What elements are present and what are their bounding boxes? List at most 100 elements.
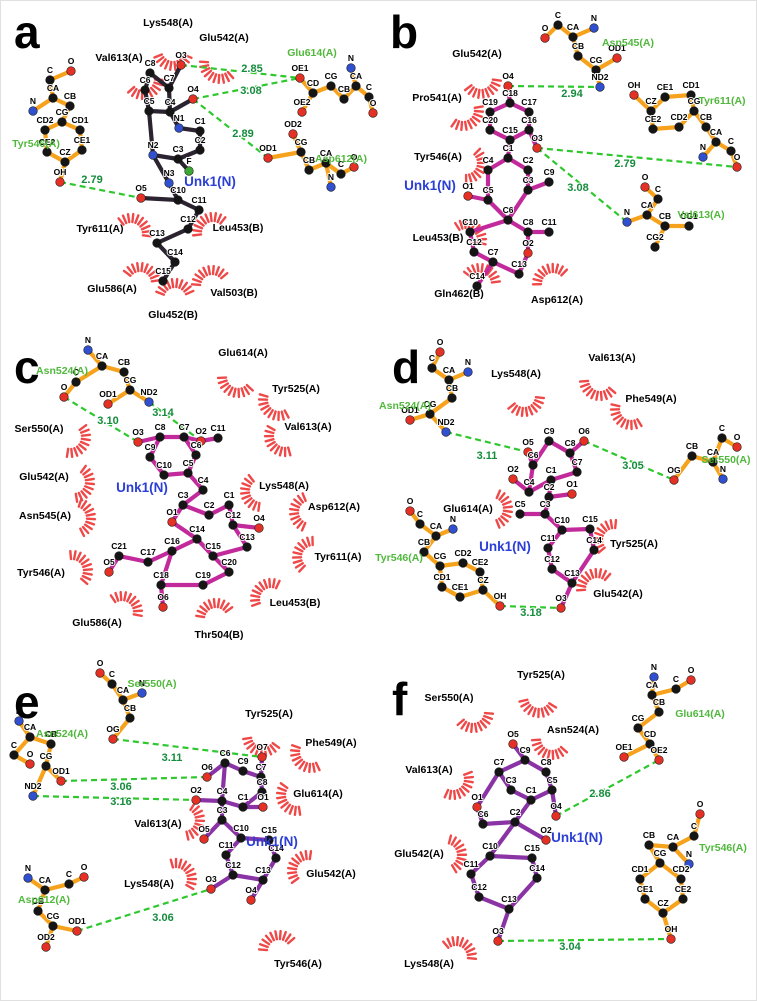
atom-label: O1 [166, 507, 178, 517]
arc-spoke-icon [455, 859, 465, 866]
arc-spoke-icon [293, 498, 302, 506]
arc-spoke-icon [203, 69, 213, 78]
arc-spoke-icon [173, 60, 177, 72]
arc-spoke-icon [610, 403, 621, 408]
hbond-residue-label: Asn524(A) [379, 400, 431, 412]
arc-spoke-icon [214, 265, 221, 276]
atom-o [435, 347, 445, 357]
arc-spoke-icon [291, 857, 300, 865]
arc-spoke-icon [290, 752, 301, 757]
arc-spoke-icon [456, 848, 467, 853]
atom-label: C7 [256, 762, 267, 772]
arc-spoke-icon [597, 546, 606, 554]
arc-spoke-icon [243, 739, 254, 746]
atom-o [59, 392, 69, 402]
atom-label: O2 [540, 825, 552, 835]
arc-spoke-icon [470, 722, 474, 734]
ligand-name-label: Unk1(N) [116, 480, 168, 495]
atom-label: C4 [524, 477, 535, 487]
arc-spoke-icon [450, 836, 457, 846]
arc-spoke-icon [204, 213, 210, 224]
atom-label: O3 [492, 926, 504, 936]
atom-o1 [472, 802, 482, 812]
arc-spoke-icon [610, 411, 621, 416]
panel-letter: e [14, 676, 40, 728]
atom-c3 [173, 154, 183, 164]
atom-oh [666, 934, 676, 944]
residue-label: Glu542(A) [19, 471, 69, 483]
atom-label: O1 [257, 792, 269, 802]
atom-label: C [555, 10, 561, 20]
arc-spoke-icon [455, 843, 465, 851]
ligand-name-label: Unk1(N) [479, 539, 531, 554]
atom-c6 [528, 460, 538, 470]
atom-label: C5 [483, 185, 494, 195]
arc-spoke-icon [541, 748, 548, 759]
atom-label: O3 [555, 593, 567, 603]
atom-label: C12 [544, 554, 560, 564]
hbond-distance-label: 3.08 [567, 182, 588, 194]
hbond-distance-label: 3.16 [110, 796, 131, 808]
arc-spoke-icon [134, 214, 140, 225]
arc-spoke-icon [589, 568, 595, 579]
arc-spoke-icon [185, 883, 195, 891]
arc-spoke-icon [240, 387, 246, 398]
arc-spoke-icon [461, 785, 470, 793]
atom-label: OD1 [68, 916, 86, 926]
atom-cg [425, 409, 435, 419]
hydrophobic-contact [530, 738, 569, 761]
atom-c9 [238, 766, 248, 776]
arc-spoke-icon [288, 861, 299, 868]
arc-spoke-icon [185, 830, 190, 841]
atom-label: C11 [210, 423, 225, 433]
arc-spoke-icon [477, 88, 481, 100]
hbond-distance-label: 3.08 [240, 85, 261, 97]
arc-spoke-icon [199, 605, 208, 613]
atom-c [71, 377, 81, 387]
atom-label: C7 [494, 757, 505, 767]
arc-spoke-icon [247, 499, 255, 509]
arc-spoke-icon [194, 273, 204, 281]
atom-c12 [474, 892, 484, 902]
arc-spoke-icon [276, 795, 287, 800]
atom-c10 [557, 525, 567, 535]
arc-spoke-icon [466, 952, 477, 957]
hydrogen-bond [32, 794, 197, 802]
atom-label: CG [47, 911, 60, 921]
atom-label: C10 [233, 823, 249, 833]
atom-label: N2 [148, 140, 159, 150]
arc-spoke-icon [275, 791, 287, 795]
bond [210, 544, 250, 559]
atom-c6 [191, 450, 201, 460]
atom-label: CD1 [433, 572, 450, 582]
arc-spoke-icon [224, 72, 231, 83]
arc-spoke-icon [605, 388, 613, 398]
atom-ca [118, 695, 128, 705]
atom-c7 [179, 432, 189, 442]
bond [474, 259, 496, 289]
arc-spoke-icon [294, 562, 304, 569]
atom-label: C9 [544, 167, 555, 177]
arc-spoke-icon [301, 538, 308, 548]
arc-spoke-icon [83, 523, 93, 531]
atom-label: ND2 [591, 72, 608, 82]
arc-spoke-icon [198, 60, 210, 64]
arc-spoke-icon [546, 704, 554, 713]
atom-c16 [524, 125, 534, 135]
arc-spoke-icon [196, 219, 205, 227]
atom-cg [41, 761, 51, 771]
arc-spoke-icon [471, 264, 477, 275]
arc-spoke-icon [263, 407, 272, 415]
atom-label: CA [641, 200, 653, 210]
arc-spoke-icon [595, 390, 600, 401]
atom-c13 [152, 238, 162, 248]
arc-spoke-icon [450, 118, 458, 128]
atom-c4 [217, 796, 227, 806]
atom-label: C3 [178, 490, 189, 500]
atom-n [589, 23, 599, 33]
arc-spoke-icon [286, 871, 298, 875]
arc-spoke-icon [247, 473, 255, 483]
atom-label: CA [567, 22, 579, 32]
atom-cd2 [676, 874, 686, 884]
atom-c8 [145, 68, 155, 78]
